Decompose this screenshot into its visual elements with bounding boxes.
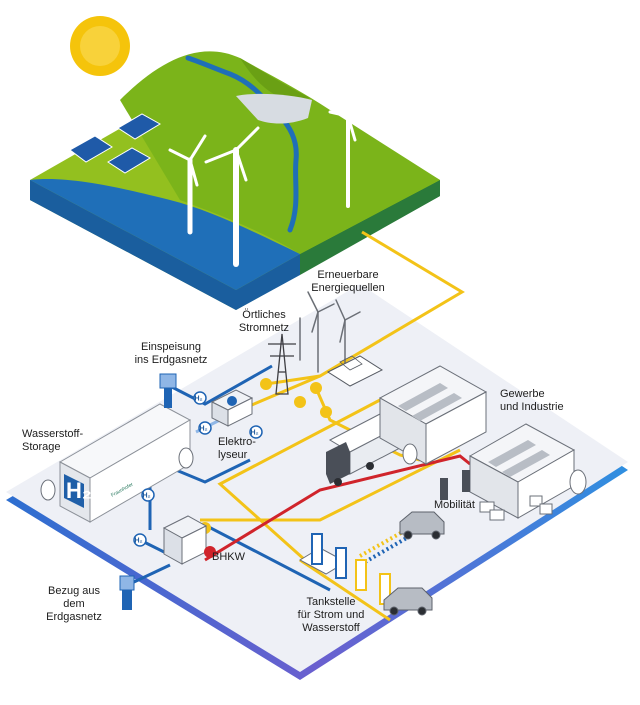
label-fuel-station: Tankstelle für Strom und Wasserstoff — [297, 596, 365, 634]
label-local-grid: Örtliches Stromnetz — [238, 309, 290, 334]
cargo-pallets-icon — [479, 495, 553, 521]
solar-panel-icon — [69, 113, 161, 174]
label-hydrogen-storage: Wasserstoff- Storage — [22, 428, 84, 453]
label-renewable-sources: Erneuerbare Energiequellen — [311, 269, 385, 294]
solar-field-icon — [326, 355, 384, 387]
tank-h2-symbol: H₂ — [66, 478, 92, 503]
wind-turbines-platform — [299, 291, 361, 381]
label-bhkw: BHKW — [212, 551, 245, 563]
label-gas-supply: Bezug aus dem Erdgasnetz — [46, 585, 102, 623]
label-electrolyser: Elektro- lyseur — [218, 436, 256, 461]
svg-text:H₂: H₂ — [195, 396, 203, 403]
label-mobility: Mobilität — [434, 499, 475, 511]
gas-feed-valve-icon — [159, 373, 177, 408]
h2-node-icon: H₂ H₂ H₂ H₂ H₂ — [133, 391, 263, 547]
svg-text:H₂: H₂ — [200, 426, 208, 433]
electrolyser-unit — [210, 389, 254, 427]
hydrogen-storage-tank: H₂ Fraunhofer — [58, 403, 192, 523]
charging-dotted-line — [359, 528, 412, 564]
wind-turbine-icon — [168, 94, 362, 267]
svg-text:H₂: H₂ — [251, 430, 259, 437]
heat-line — [204, 454, 471, 562]
tree-icon — [40, 443, 587, 501]
car-icon — [383, 511, 445, 616]
label-commerce-industry: Gewerbe und Industrie — [500, 388, 564, 413]
svg-text:H₂: H₂ — [143, 493, 151, 500]
label-gas-feed-in: Einspeisung ins Erdgasnetz — [134, 341, 208, 366]
gas-supply-valve-icon — [119, 575, 135, 610]
svg-text:H₂: H₂ — [135, 538, 143, 545]
fuel-station — [298, 533, 391, 605]
sun-icon — [70, 16, 130, 76]
bhkw-unit — [162, 515, 216, 565]
power-pylon-icon — [268, 333, 296, 395]
charger-icon — [440, 470, 470, 500]
